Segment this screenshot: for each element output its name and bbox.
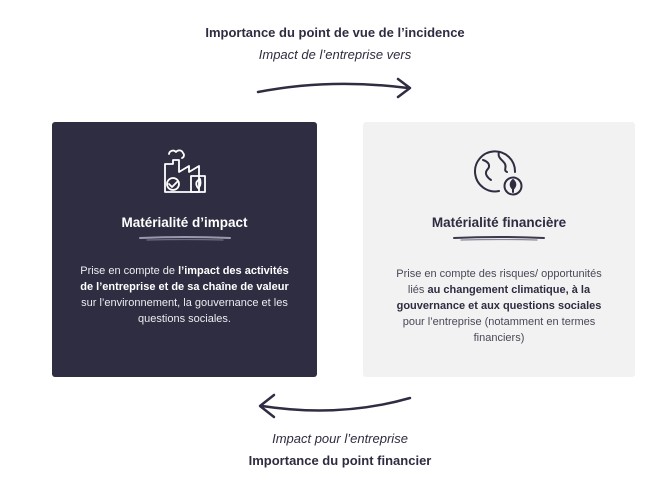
bottom-caption-subtitle: Impact pour l’entreprise bbox=[272, 431, 408, 446]
top-caption-subtitle: Impact de l’entreprise vers bbox=[258, 47, 412, 62]
impact-card-text: Prise en compte de l’impact des activité… bbox=[80, 265, 289, 325]
impact-title-underline bbox=[138, 236, 231, 241]
bottom-caption-title: Importance du point financier bbox=[248, 453, 432, 468]
financial-title-underline bbox=[453, 236, 545, 241]
impact-card-title: Matérialité d’impact bbox=[121, 215, 248, 230]
financial-materiality-card: Matérialité financière Prise en compte d… bbox=[363, 122, 635, 377]
arrow-left-icon bbox=[258, 393, 412, 419]
financial-card-title: Matérialité financière bbox=[431, 215, 567, 230]
top-caption-title: Importance du point de vue de l’incidenc… bbox=[205, 25, 465, 40]
financial-card-text: Prise en compte des risques/ opportunité… bbox=[396, 268, 602, 344]
globe-leaf-icon bbox=[474, 150, 523, 196]
factory-icon bbox=[163, 149, 206, 193]
impact-materiality-card: Matérialité d’impact Prise en compte de … bbox=[52, 122, 317, 377]
arrow-right-icon bbox=[256, 77, 412, 99]
